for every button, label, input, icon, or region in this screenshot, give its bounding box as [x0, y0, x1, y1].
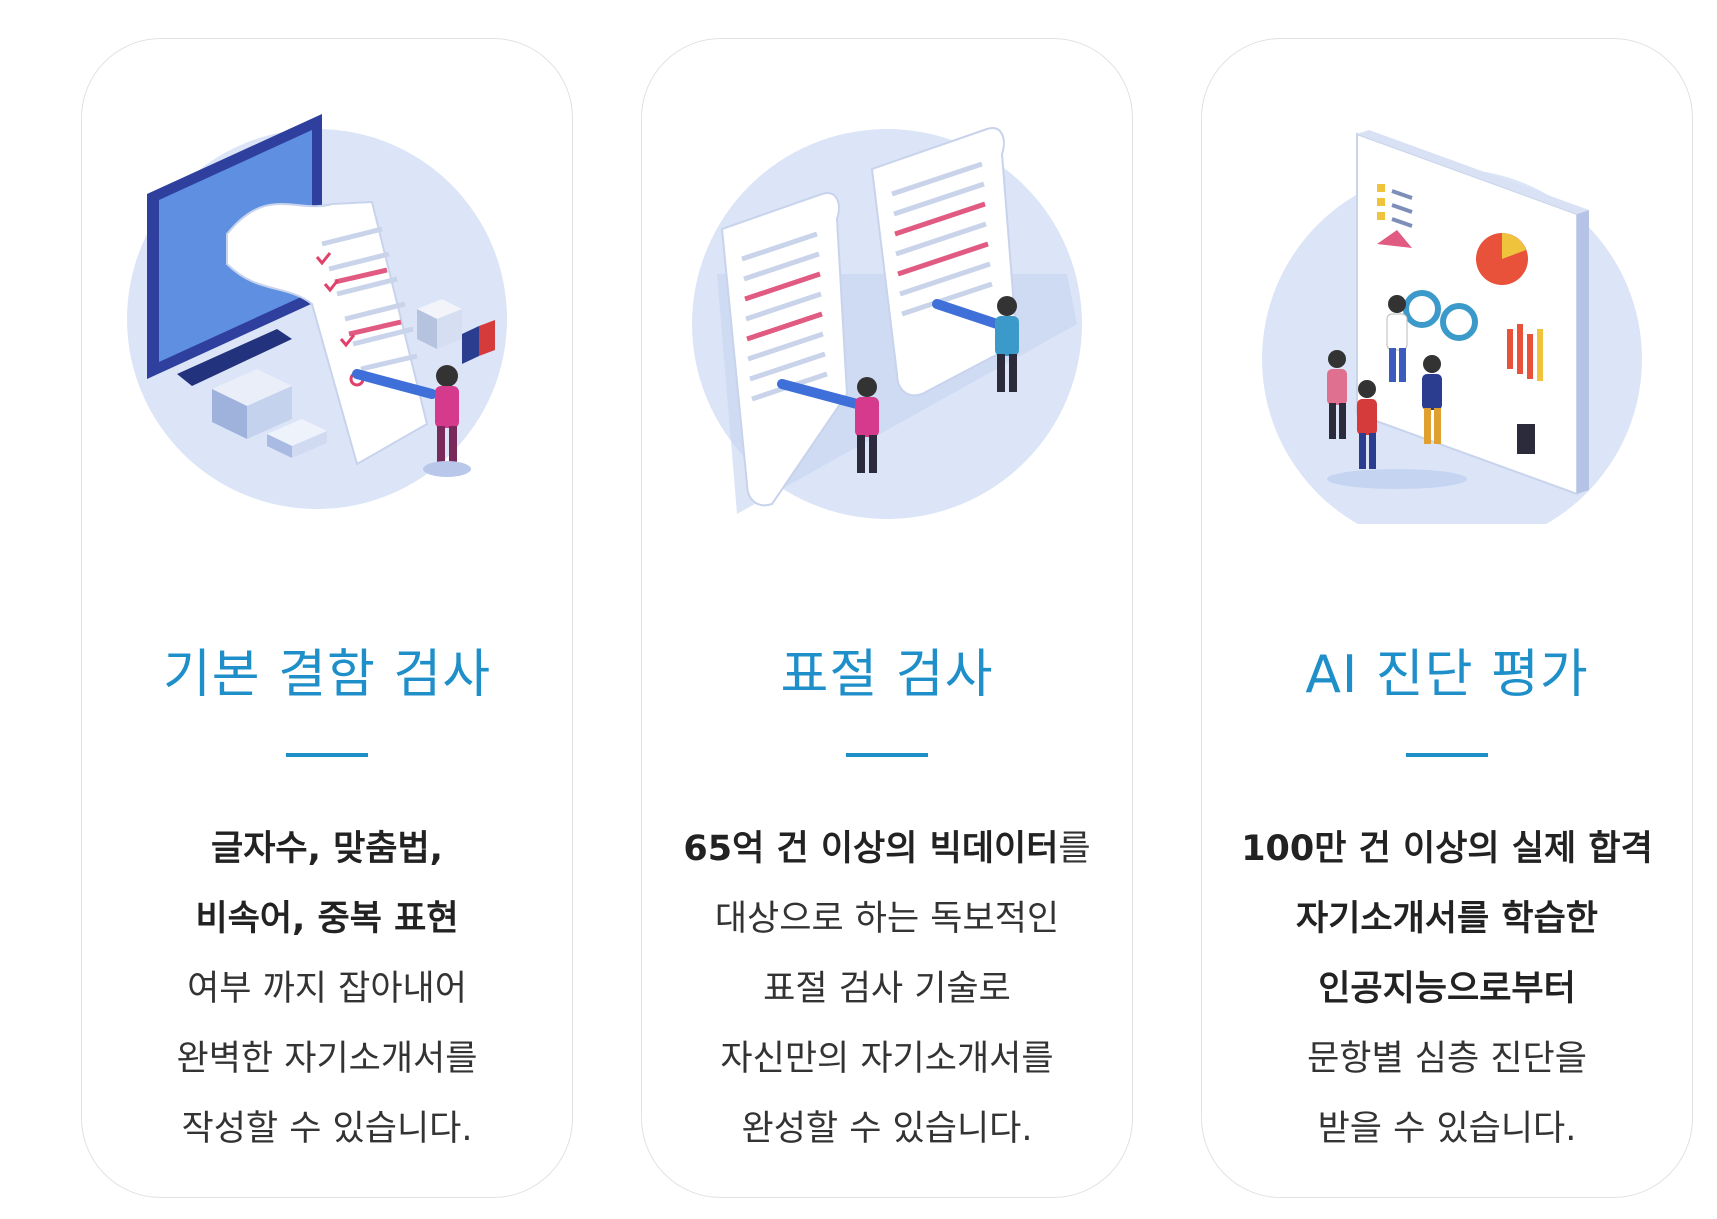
title-underline [846, 753, 928, 757]
description-line: 완벽한 자기소개서를 [176, 1039, 478, 1079]
card-description: 100만 건 이상의 실제 합격 자기소개서를 학습한 인공지능으로부터 문항별… [1202, 814, 1692, 1164]
plagiarism-illustration [677, 94, 1097, 524]
description-line: 표절 검사 기술로 [763, 969, 1011, 1009]
description-line: 인공지능으로부터 [1318, 969, 1576, 1009]
description-line: 받을 수 있습니다. [1317, 1109, 1577, 1149]
description-line: 완성할 수 있습니다. [741, 1109, 1033, 1149]
description-line: 100만 건 이상의 실제 합격 [1241, 829, 1653, 869]
card-description: 65억 건 이상의 빅데이터를 대상으로 하는 독보적인 표절 검사 기술로 자… [642, 814, 1132, 1164]
document-review-illustration [117, 94, 537, 524]
description-line: 자신만의 자기소개서를 [720, 1039, 1054, 1079]
feature-card-plagiarism-check: 표절 검사 65억 건 이상의 빅데이터를 대상으로 하는 독보적인 표절 검사… [641, 38, 1133, 1198]
description-line: 대상으로 하는 독보적인 [714, 899, 1060, 939]
description-line: 문항별 심층 진단을 [1307, 1039, 1587, 1079]
description-line: 65억 건 이상의 빅데이터를 [683, 829, 1091, 869]
title-underline [1406, 753, 1488, 757]
description-line: 글자수, 맞춤법, [211, 829, 443, 869]
feature-card-ai-evaluation: AI 진단 평가 100만 건 이상의 실제 합격 자기소개서를 학습한 인공지… [1201, 38, 1693, 1198]
card-description: 글자수, 맞춤법, 비속어, 중복 표현 여부 까지 잡아내어 완벽한 자기소개… [82, 814, 572, 1164]
ai-dashboard-illustration [1237, 94, 1657, 524]
card-title: 표절 검사 [780, 645, 994, 705]
title-underline [286, 753, 368, 757]
description-line: 여부 까지 잡아내어 [187, 969, 467, 1009]
card-title: AI 진단 평가 [1305, 645, 1589, 705]
description-line: 자기소개서를 학습한 [1296, 899, 1598, 939]
feature-card-defect-check: 기본 결함 검사 글자수, 맞춤법, 비속어, 중복 표현 여부 까지 잡아내어… [81, 38, 573, 1198]
description-line: 작성할 수 있습니다. [181, 1109, 473, 1149]
description-line: 비속어, 중복 표현 [195, 899, 459, 939]
card-title: 기본 결함 검사 [162, 645, 492, 705]
